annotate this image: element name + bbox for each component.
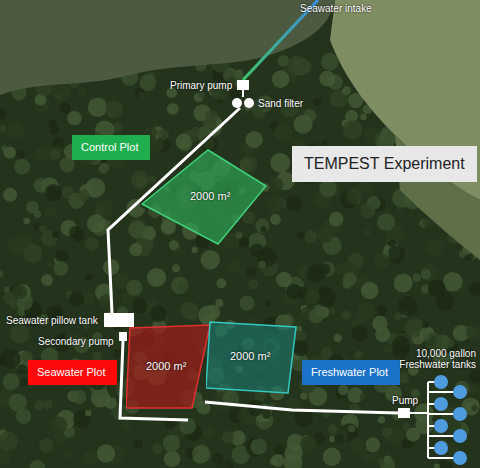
filter-label: Sand filter — [258, 98, 303, 109]
sand-filter — [244, 98, 254, 108]
plot-name: Control Plot — [81, 141, 141, 154]
title-box: TEMPEST Experiment — [292, 146, 477, 182]
control-plot: 2000 m² — [140, 148, 268, 246]
pipe — [410, 412, 428, 414]
plot-label-box: Freshwater Plot — [302, 360, 400, 385]
plot-label-box: Seawater Plot — [28, 360, 117, 385]
tank-label: Seawater pillow tank — [6, 315, 98, 326]
freshwater-plot: 2000 m² — [206, 320, 298, 394]
primary-pump — [237, 80, 249, 90]
plot-area: 2000 m² — [230, 350, 270, 362]
manifold — [427, 382, 429, 458]
pump-label: Primary pump — [170, 80, 232, 91]
pump-label: Pump — [392, 395, 418, 406]
sand-filter — [232, 98, 242, 108]
pump — [398, 408, 410, 418]
pump-label: Secondary pump — [38, 336, 114, 347]
pipe — [242, 90, 244, 97]
plot-label-box: Control Plot — [72, 135, 150, 160]
freshwater-pipe — [205, 402, 398, 413]
pillow-tank — [104, 313, 134, 327]
seawater-plot: 2000 m² — [126, 322, 214, 412]
plot-area: 2000 m² — [146, 360, 186, 372]
tanks-label: 10,000 gallon Freshwater tanks — [392, 348, 476, 370]
secondary-pump — [119, 332, 127, 341]
water — [0, 0, 335, 95]
plot-area: 2000 m² — [190, 190, 230, 202]
plot-name: Freshwater Plot — [311, 366, 391, 379]
plot-name: Seawater Plot — [37, 366, 108, 379]
intake-label: Seawater intake — [300, 3, 372, 14]
freshwater-tanks — [434, 375, 467, 465]
